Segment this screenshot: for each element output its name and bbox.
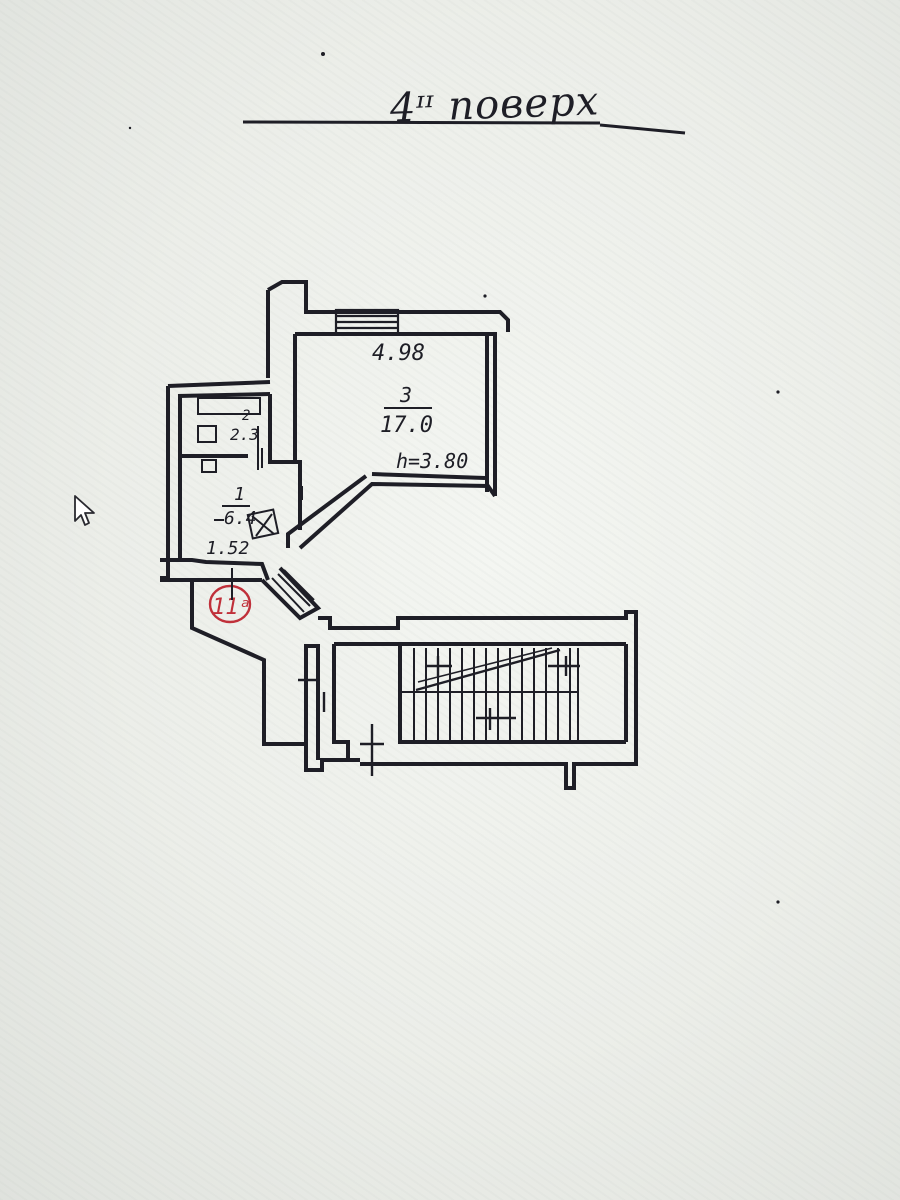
room-1-area: 6.4	[224, 508, 257, 529]
room-3-width: 4.98	[372, 341, 425, 366]
title-underline	[242, 120, 686, 135]
speck	[776, 390, 780, 394]
stair-treads	[400, 647, 579, 740]
room-1-number: 1	[234, 484, 245, 505]
room-1-width: 1.52	[206, 538, 249, 559]
apartment-mark-circle	[208, 584, 252, 624]
window-top	[334, 308, 400, 336]
dimension-ticks	[214, 448, 303, 600]
stairwell	[304, 610, 638, 790]
speck	[483, 294, 487, 298]
room-2-area: 2.3	[230, 425, 259, 444]
entrance-door	[271, 569, 315, 613]
room-3-area: 17.0	[380, 413, 433, 438]
speck	[321, 52, 325, 56]
mouse-pointer-icon	[74, 495, 95, 526]
speck	[776, 900, 780, 904]
room-3-ceiling-height: h=3.80	[396, 449, 468, 473]
speck	[128, 126, 132, 130]
bathroom-fixtures	[197, 397, 280, 540]
stair-arrows	[298, 656, 580, 776]
room-2-number: 2	[242, 408, 250, 424]
room-3-number: 3	[399, 383, 412, 407]
